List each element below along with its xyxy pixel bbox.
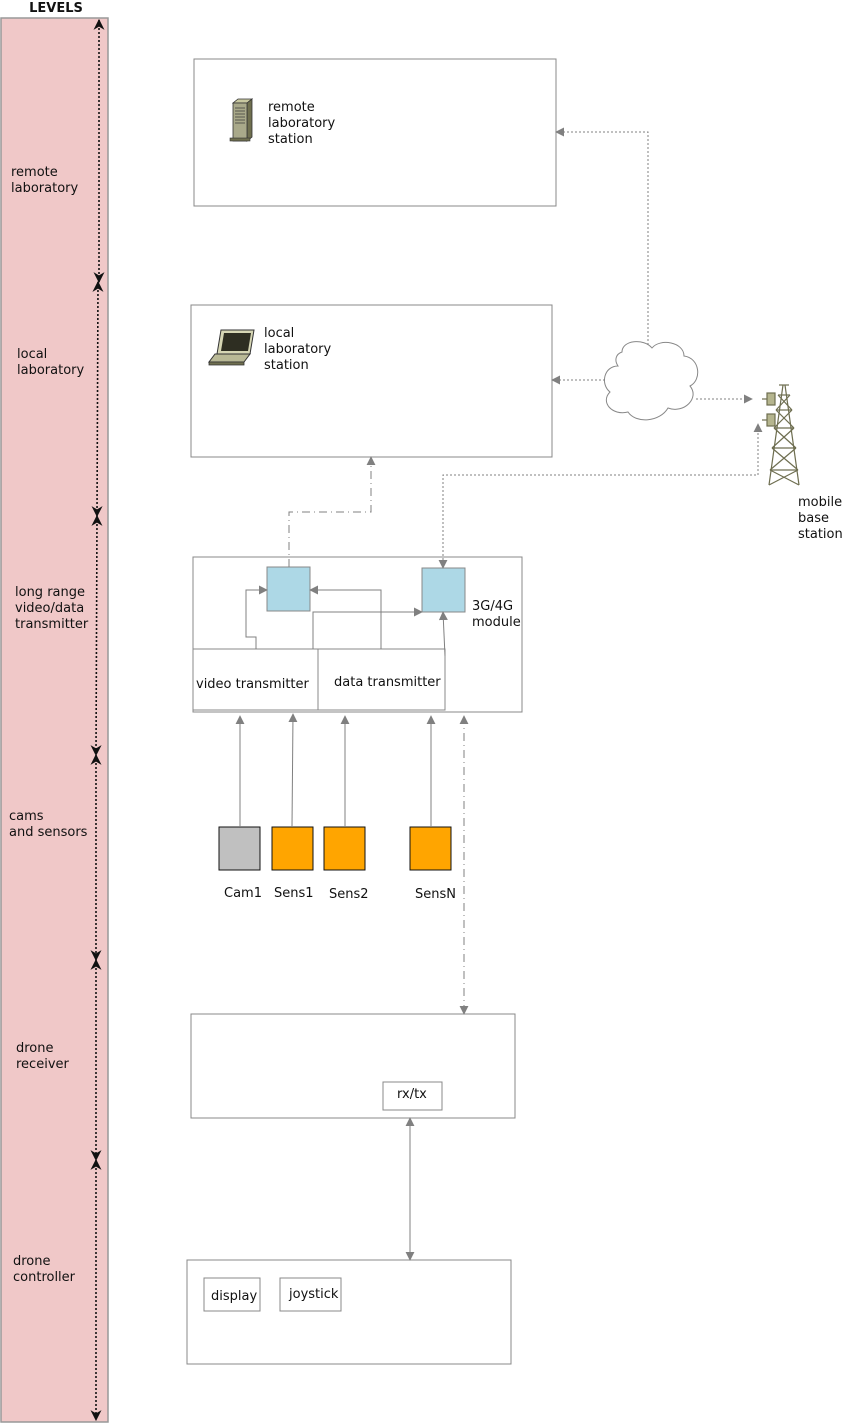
video-transmitter-label: video transmitter: [196, 677, 310, 692]
cloud-to-remote-arrow: [555, 127, 649, 345]
level-label-transmitter: long range video/data transmitter: [15, 585, 89, 632]
local-station-label: local laboratory station: [264, 326, 335, 373]
local-station-box: [190, 304, 553, 458]
display-label: display: [211, 1289, 257, 1304]
rxtx-box: [382, 1081, 443, 1111]
sensor-arrows: [235, 713, 436, 828]
server-tower-icon: [229, 98, 254, 142]
level-dividers: [90, 18, 105, 1422]
sensN-box: [409, 826, 452, 871]
combiner-to-local-arrow: [288, 456, 376, 567]
level-divider-local: [91, 280, 104, 518]
level-label-controller: drone controller: [13, 1254, 76, 1285]
drone-receiver-box: [190, 1013, 516, 1119]
dash-dot-links: [288, 456, 469, 1015]
levels-title: LEVELS: [29, 1, 83, 16]
joystick-box: [279, 1277, 342, 1312]
dotted-links: [438, 127, 763, 569]
sens1-label: Sens1: [274, 886, 314, 901]
level-label-remote: remote laboratory: [11, 165, 78, 196]
cam1-label: Cam1: [224, 886, 262, 901]
data-transmitter-label: data transmitter: [334, 675, 441, 690]
display-box: [203, 1277, 261, 1312]
combiner-module: [266, 566, 311, 612]
internal-connectors: [245, 585, 448, 657]
antenna-tower-icon: [762, 384, 800, 486]
cloud-icon: [603, 341, 699, 421]
level-label-sensors: cams and sensors: [9, 809, 88, 840]
level-label-local: local laboratory: [17, 347, 84, 378]
rxtx-label: rx/tx: [397, 1087, 427, 1102]
remote-station-label: remote laboratory station: [268, 100, 339, 147]
sens2-label: Sens2: [329, 887, 369, 902]
levels-band: [0, 17, 109, 1423]
level-label-receiver: drone receiver: [16, 1041, 70, 1072]
sensN-label: SensN: [415, 887, 456, 902]
module-3g4g: [421, 567, 466, 613]
sens1-box: [271, 826, 314, 871]
laptop-icon: [208, 329, 255, 366]
joystick-label: joystick: [288, 1287, 339, 1302]
cam1-box: [218, 826, 261, 871]
mobile-base-label: mobile base station: [798, 495, 842, 542]
video-transmitter-box: [192, 648, 319, 711]
sens2-box: [323, 826, 366, 871]
module-to-tower-arrow: [438, 423, 763, 569]
module-3g4g-label: 3G/4G module: [472, 599, 521, 630]
drone-controller-box: [186, 1259, 512, 1365]
